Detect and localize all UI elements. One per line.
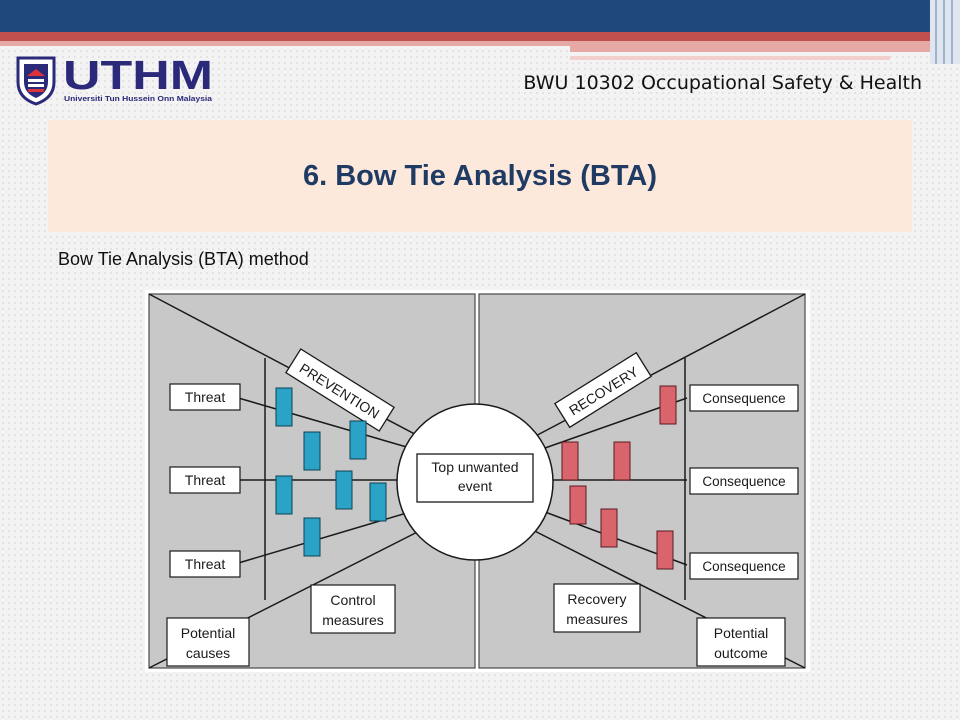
potential-causes-box: Potential causes [166,617,250,667]
prevention-barrier [335,470,353,510]
prevention-barrier [303,431,321,471]
control-measures-box: Control measures [310,584,396,634]
prevention-barrier [349,420,367,460]
svg-text:Recovery: Recovery [567,591,626,607]
recovery-barrier [656,530,674,570]
svg-text:Potential: Potential [714,625,768,641]
title-box: 6. Bow Tie Analysis (BTA) [48,120,912,232]
svg-text:Potential: Potential [181,625,235,641]
svg-text:causes: causes [186,645,230,661]
uthm-logo: UTHM Universiti Tun Hussein Onn Malaysia [16,52,213,106]
prevention-barrier [275,475,293,515]
course-title: BWU 10302 Occupational Safety & Health [523,72,922,94]
recovery-barrier [600,508,618,548]
top-event-line1: Top unwanted [431,459,518,475]
logo-wordmark: UTHM [63,52,213,98]
threat-box: Threat [169,550,241,578]
svg-text:measures: measures [322,612,383,628]
recovery-barrier [561,441,579,481]
prevention-barrier [369,482,387,522]
svg-text:Consequence: Consequence [702,559,785,574]
bow-tie-diagram: PREVENTION RECOVERY Top unwanted event T… [145,290,810,672]
consequence-box: Consequence [689,552,799,580]
svg-text:Threat: Threat [185,472,226,488]
prevention-barrier [275,387,293,427]
svg-text:Threat: Threat [185,389,226,405]
recovery-barrier [569,485,587,525]
recovery-barrier [659,385,677,425]
svg-text:Control: Control [330,592,375,608]
threat-box: Threat [169,466,241,494]
consequence-box: Consequence [689,467,799,495]
recovery-measures-box: Recovery measures [553,583,641,633]
logo-subtext: Universiti Tun Hussein Onn Malaysia [64,94,213,103]
consequence-box: Consequence [689,384,799,412]
header-banner [0,0,960,64]
threat-box: Threat [169,383,241,411]
svg-text:outcome: outcome [714,645,768,661]
recovery-barrier [613,441,631,481]
slide-subtitle: Bow Tie Analysis (BTA) method [58,249,309,269]
prevention-barrier [303,517,321,557]
top-event-box [416,453,534,503]
svg-text:Consequence: Consequence [702,474,785,489]
svg-text:Threat: Threat [185,556,226,572]
slide-title: 6. Bow Tie Analysis (BTA) [303,159,657,192]
svg-text:Consequence: Consequence [702,391,785,406]
potential-outcome-box: Potential outcome [696,617,786,667]
svg-text:measures: measures [566,611,627,627]
top-event-line2: event [458,478,492,494]
